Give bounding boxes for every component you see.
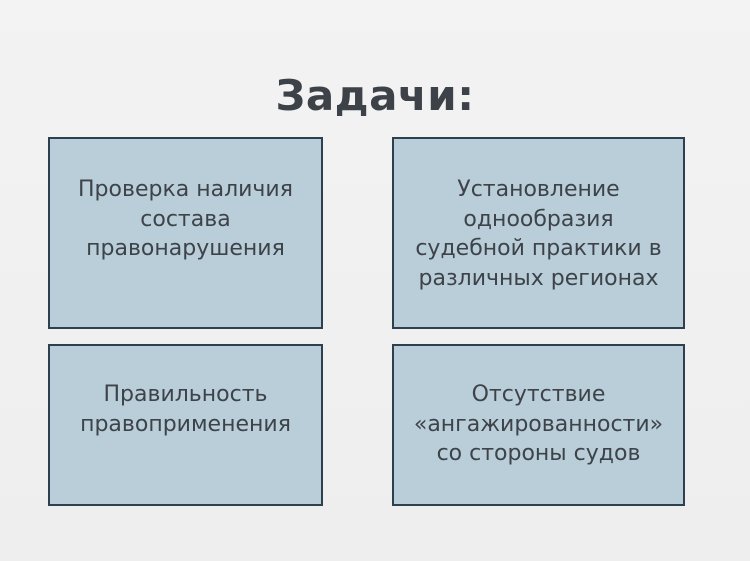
task-box-text: Правильность правоприменения [80, 382, 291, 437]
task-box-correct-application: Правильность правоприменения [48, 344, 323, 506]
task-box-text: Отсутствие «ангажированности» со стороны… [413, 382, 664, 466]
task-box-offense-check: Проверка наличия состава правонарушения [48, 137, 323, 329]
task-box-no-bias: Отсутствие «ангажированности» со стороны… [392, 344, 685, 506]
slide-title: Задачи: [275, 71, 475, 120]
task-box-judicial-uniformity: Установление однообразия судебной практи… [392, 137, 685, 329]
task-box-text: Установление однообразия судебной практи… [415, 177, 662, 291]
task-box-text: Проверка наличия состава правонарушения [78, 177, 293, 261]
